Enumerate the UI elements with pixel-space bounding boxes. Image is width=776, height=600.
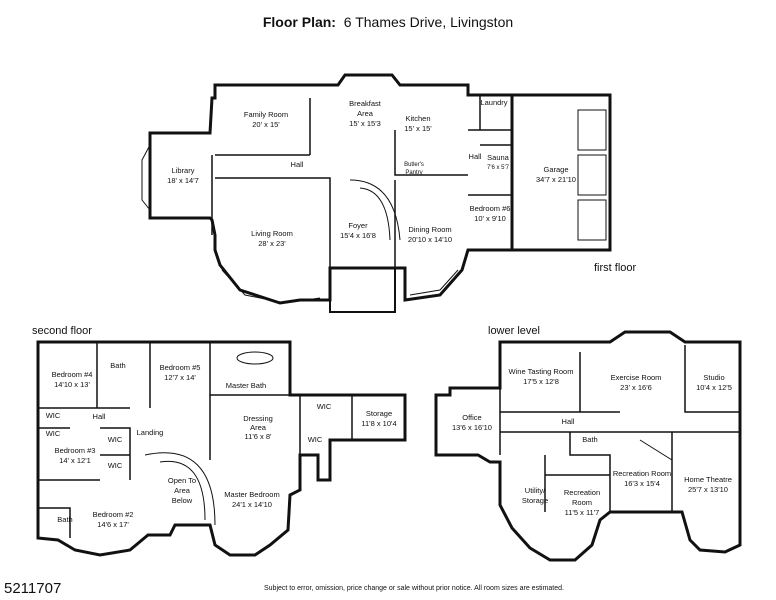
room-breakfast-area: Breakfast (349, 99, 382, 108)
room-butlers-pantry: Butler's (404, 162, 424, 168)
room-recreation-2: Recreation (564, 488, 600, 497)
room-hall-first: Hall (291, 160, 304, 169)
room-kitchen-dim: 15' x 15' (404, 124, 432, 133)
garage-outline (512, 93, 612, 252)
room-bath-2a: Bath (110, 361, 125, 370)
room-office-dim: 13'6 x 16'10 (452, 423, 492, 432)
disclaimer: Subject to error, omission, price change… (264, 585, 564, 592)
room-master-bedroom: Master Bedroom (224, 490, 279, 499)
room-home-theatre: Home Theatre (684, 475, 732, 484)
listing-id: 5211707 (4, 580, 62, 597)
room-family-room-dim: 20' x 15' (252, 120, 280, 129)
room-studio-dim: 10'4 x 12'5 (696, 383, 732, 392)
room-bedroom-4: Bedroom #4 (52, 370, 93, 379)
lower-level-label: lower level (488, 325, 540, 337)
lower-level-labels: Wine Tasting Room 17'5 x 12'8 Exercise R… (452, 367, 732, 517)
room-sauna: Sauna (487, 153, 510, 162)
room-wic-6: WIC (308, 435, 323, 444)
room-sauna-dim: 7'6 x 5'7 (487, 165, 510, 171)
room-landing: Landing (137, 428, 164, 437)
page-title: Floor Plan: 6 Thames Drive, Livingston (0, 14, 776, 30)
room-garage-dim: 34'7 x 21'10 (536, 175, 576, 184)
room-bedroom-3-dim: 14' x 12'1 (59, 456, 91, 465)
room-recreation-2-b: Room (572, 498, 592, 507)
room-library-dim: 18' x 14'7 (167, 176, 199, 185)
room-studio: Studio (703, 373, 724, 382)
room-hall-first-2: Hall (469, 152, 482, 161)
room-bedroom-3: Bedroom #3 (55, 446, 96, 455)
room-bedroom-5: Bedroom #5 (160, 363, 201, 372)
room-bedroom-4-dim: 14'10 x 13' (54, 380, 90, 389)
room-wic-1: WIC (46, 411, 61, 420)
room-bath-lower: Bath (582, 435, 597, 444)
room-bedroom-2: Bedroom #2 (93, 510, 134, 519)
room-recreation-1-dim: 16'3 x 15'4 (624, 479, 660, 488)
room-master-bedroom-dim: 24'1 x 14'10 (232, 500, 272, 509)
room-utility-2: Storage (522, 496, 548, 505)
portico (329, 268, 396, 313)
room-dining-room: Dining Room (408, 225, 451, 234)
room-recreation-1: Recreation Room (613, 469, 671, 478)
room-wic-2: WIC (317, 402, 332, 411)
room-storage-dim: 11'8 x 10'4 (361, 419, 396, 428)
room-living-room-dim: 28' x 23' (258, 239, 286, 248)
room-home-theatre-dim: 25'7 x 13'10 (688, 485, 728, 494)
title-label: Floor Plan: (262, 14, 336, 30)
room-butlers-pantry-2: Pantry (405, 170, 422, 176)
room-dining-room-dim: 20'10 x 14'10 (408, 235, 452, 244)
room-exercise-dim: 23' x 16'6 (620, 383, 652, 392)
room-wine-tasting-dim: 17'5 x 12'8 (523, 377, 559, 386)
room-bedroom-5-dim: 12'7 x 14' (164, 373, 196, 382)
second-floor-labels: Bedroom #4 14'10 x 13' Bath Bedroom #5 1… (46, 361, 397, 529)
room-laundry: Laundry (480, 98, 507, 107)
room-master-bath: Master Bath (226, 381, 266, 390)
room-breakfast-area-2: Area (357, 109, 374, 118)
room-garage: Garage (543, 165, 568, 174)
room-wine-tasting: Wine Tasting Room (509, 367, 574, 376)
room-bedroom-2-dim: 14'6 x 17' (97, 520, 129, 529)
room-office: Office (462, 413, 481, 422)
room-storage: Storage (366, 409, 392, 418)
room-open-to-area-2: Area (174, 486, 191, 495)
room-open-to-area: Open To (168, 476, 196, 485)
room-dressing-area-2: Area (250, 423, 267, 432)
second-floor-outline (36, 340, 407, 557)
room-kitchen: Kitchen (405, 114, 430, 123)
room-living-room: Living Room (251, 229, 293, 238)
room-dressing-area: Dressing (243, 414, 273, 423)
room-foyer: Foyer (348, 221, 368, 230)
room-exercise: Exercise Room (611, 373, 662, 382)
title-address: 6 Thames Drive, Livingston (343, 14, 514, 30)
room-recreation-2-dim: 11'5 x 11'7 (565, 508, 600, 517)
lower-level-outline (434, 330, 742, 562)
second-floor-label: second floor (32, 325, 92, 337)
first-floor-label: first floor (594, 262, 637, 274)
room-library: Library (172, 166, 195, 175)
room-wic-4: WIC (108, 435, 123, 444)
room-hall-second: Hall (93, 412, 106, 421)
room-dressing-area-dim: 11'6 x 8' (245, 432, 272, 441)
room-bedroom-6: Bedroom #6 (470, 204, 511, 213)
room-breakfast-area-dim: 15' x 15'3 (349, 119, 381, 128)
room-foyer-dim: 15'4 x 16'8 (340, 231, 376, 240)
room-wic-5: WIC (108, 461, 123, 470)
room-hall-lower: Hall (562, 417, 575, 426)
room-bedroom-6-dim: 10' x 9'10 (474, 214, 506, 223)
room-wic-3: WIC (46, 429, 61, 438)
room-bath-2b: Bath (57, 515, 72, 524)
room-utility: Utility/ (525, 486, 546, 495)
room-open-to-area-3: Below (172, 496, 193, 505)
first-floor-labels: Family Room 20' x 15' Breakfast Area 15'… (167, 98, 576, 248)
room-family-room: Family Room (244, 110, 288, 119)
